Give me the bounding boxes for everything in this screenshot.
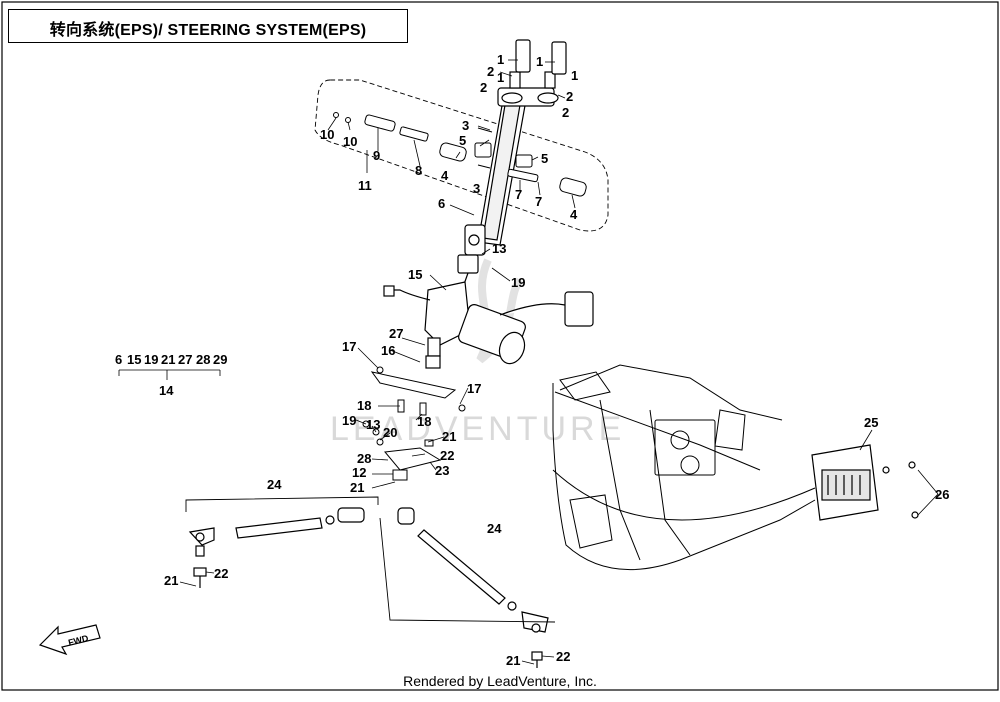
group-list-bracket xyxy=(118,369,221,380)
callout-18b: 18 xyxy=(417,414,431,429)
callout-7a: 7 xyxy=(515,187,522,202)
group-item-15: 15 xyxy=(127,352,141,367)
callout-24b: 24 xyxy=(487,521,502,536)
group-list-label: 14 xyxy=(159,383,174,398)
callout-24a: 24 xyxy=(267,477,282,492)
callout-6: 6 xyxy=(438,196,445,211)
callout-21a: 21 xyxy=(442,429,456,444)
group-list-14: 6 15 19 21 27 28 29 14 xyxy=(115,352,227,398)
group-item-29: 29 xyxy=(213,352,227,367)
callout-22a: 22 xyxy=(440,448,454,463)
callout-22c: 22 xyxy=(556,649,570,664)
callout-15: 15 xyxy=(408,267,422,282)
eps-motor-unit xyxy=(383,281,594,369)
callout-2b: 2 xyxy=(480,80,487,95)
callout-17a: 17 xyxy=(342,339,356,354)
callout-16: 16 xyxy=(381,343,395,358)
fwd-label: FWD xyxy=(67,633,90,648)
callout-numbers: 1 1 1 1 2 2 2 2 3 3 4 4 5 5 6 7 7 8 9 10… xyxy=(164,52,949,668)
callout-3b: 3 xyxy=(473,181,480,196)
callout-21d: 21 xyxy=(506,653,520,668)
callout-10b: 10 xyxy=(343,134,357,149)
callout-28: 28 xyxy=(357,451,371,466)
callout-2c: 2 xyxy=(566,89,573,104)
group-item-21: 21 xyxy=(161,352,175,367)
group-item-6: 6 xyxy=(115,352,122,367)
callout-21b: 21 xyxy=(350,480,364,495)
tie-rod-right xyxy=(397,507,549,668)
group-item-27: 27 xyxy=(178,352,192,367)
ecu-module xyxy=(811,444,919,521)
frame-chassis xyxy=(552,364,816,571)
footer-credit: Rendered by LeadVenture, Inc. xyxy=(403,673,597,689)
callout-2d: 2 xyxy=(562,105,569,120)
callout-26: 26 xyxy=(935,487,949,502)
steering-column xyxy=(457,39,567,291)
callout-1b: 1 xyxy=(536,54,543,69)
fwd-arrow-icon: FWD xyxy=(38,624,101,656)
callout-5a: 5 xyxy=(459,133,466,148)
callout-27: 27 xyxy=(389,326,403,341)
callout-1a: 1 xyxy=(497,52,504,67)
group-item-28: 28 xyxy=(196,352,210,367)
callout-10a: 10 xyxy=(320,127,334,142)
callout-18a: 18 xyxy=(357,398,371,413)
group-item-19: 19 xyxy=(144,352,158,367)
callout-5b: 5 xyxy=(541,151,548,166)
callout-1d: 1 xyxy=(571,68,578,83)
title-box: 转向系统(EPS)/ STEERING SYSTEM(EPS) xyxy=(8,9,408,43)
callout-13b: 13 xyxy=(366,417,380,432)
callout-22b: 22 xyxy=(214,566,228,581)
column-hardware xyxy=(333,112,587,197)
callout-25: 25 xyxy=(864,415,878,430)
callout-19a: 19 xyxy=(511,275,525,290)
callout-4b: 4 xyxy=(570,207,578,222)
callout-2a: 2 xyxy=(487,64,494,79)
lower-column-hardware xyxy=(362,366,466,481)
callout-leaders xyxy=(179,59,939,665)
callout-12: 12 xyxy=(352,465,366,480)
callout-21c: 21 xyxy=(164,573,178,588)
tie-rod-left xyxy=(188,507,365,588)
callout-8: 8 xyxy=(415,163,422,178)
callout-19b: 19 xyxy=(342,413,356,428)
watermark-logo xyxy=(476,258,524,364)
callout-7b: 7 xyxy=(535,194,542,209)
callout-23: 23 xyxy=(435,463,449,478)
callout-1c: 1 xyxy=(497,70,504,85)
callout-17b: 17 xyxy=(467,381,481,396)
callout-4a: 4 xyxy=(441,168,449,183)
callout-20: 20 xyxy=(383,425,397,440)
tie-rod-brackets xyxy=(185,496,556,623)
assembly-group-outline xyxy=(314,79,609,232)
page-title: 转向系统(EPS)/ STEERING SYSTEM(EPS) xyxy=(49,22,367,39)
callout-9: 9 xyxy=(373,148,380,163)
callout-11: 11 xyxy=(358,178,372,193)
callout-13a: 13 xyxy=(492,241,506,256)
callout-3a: 3 xyxy=(462,118,469,133)
